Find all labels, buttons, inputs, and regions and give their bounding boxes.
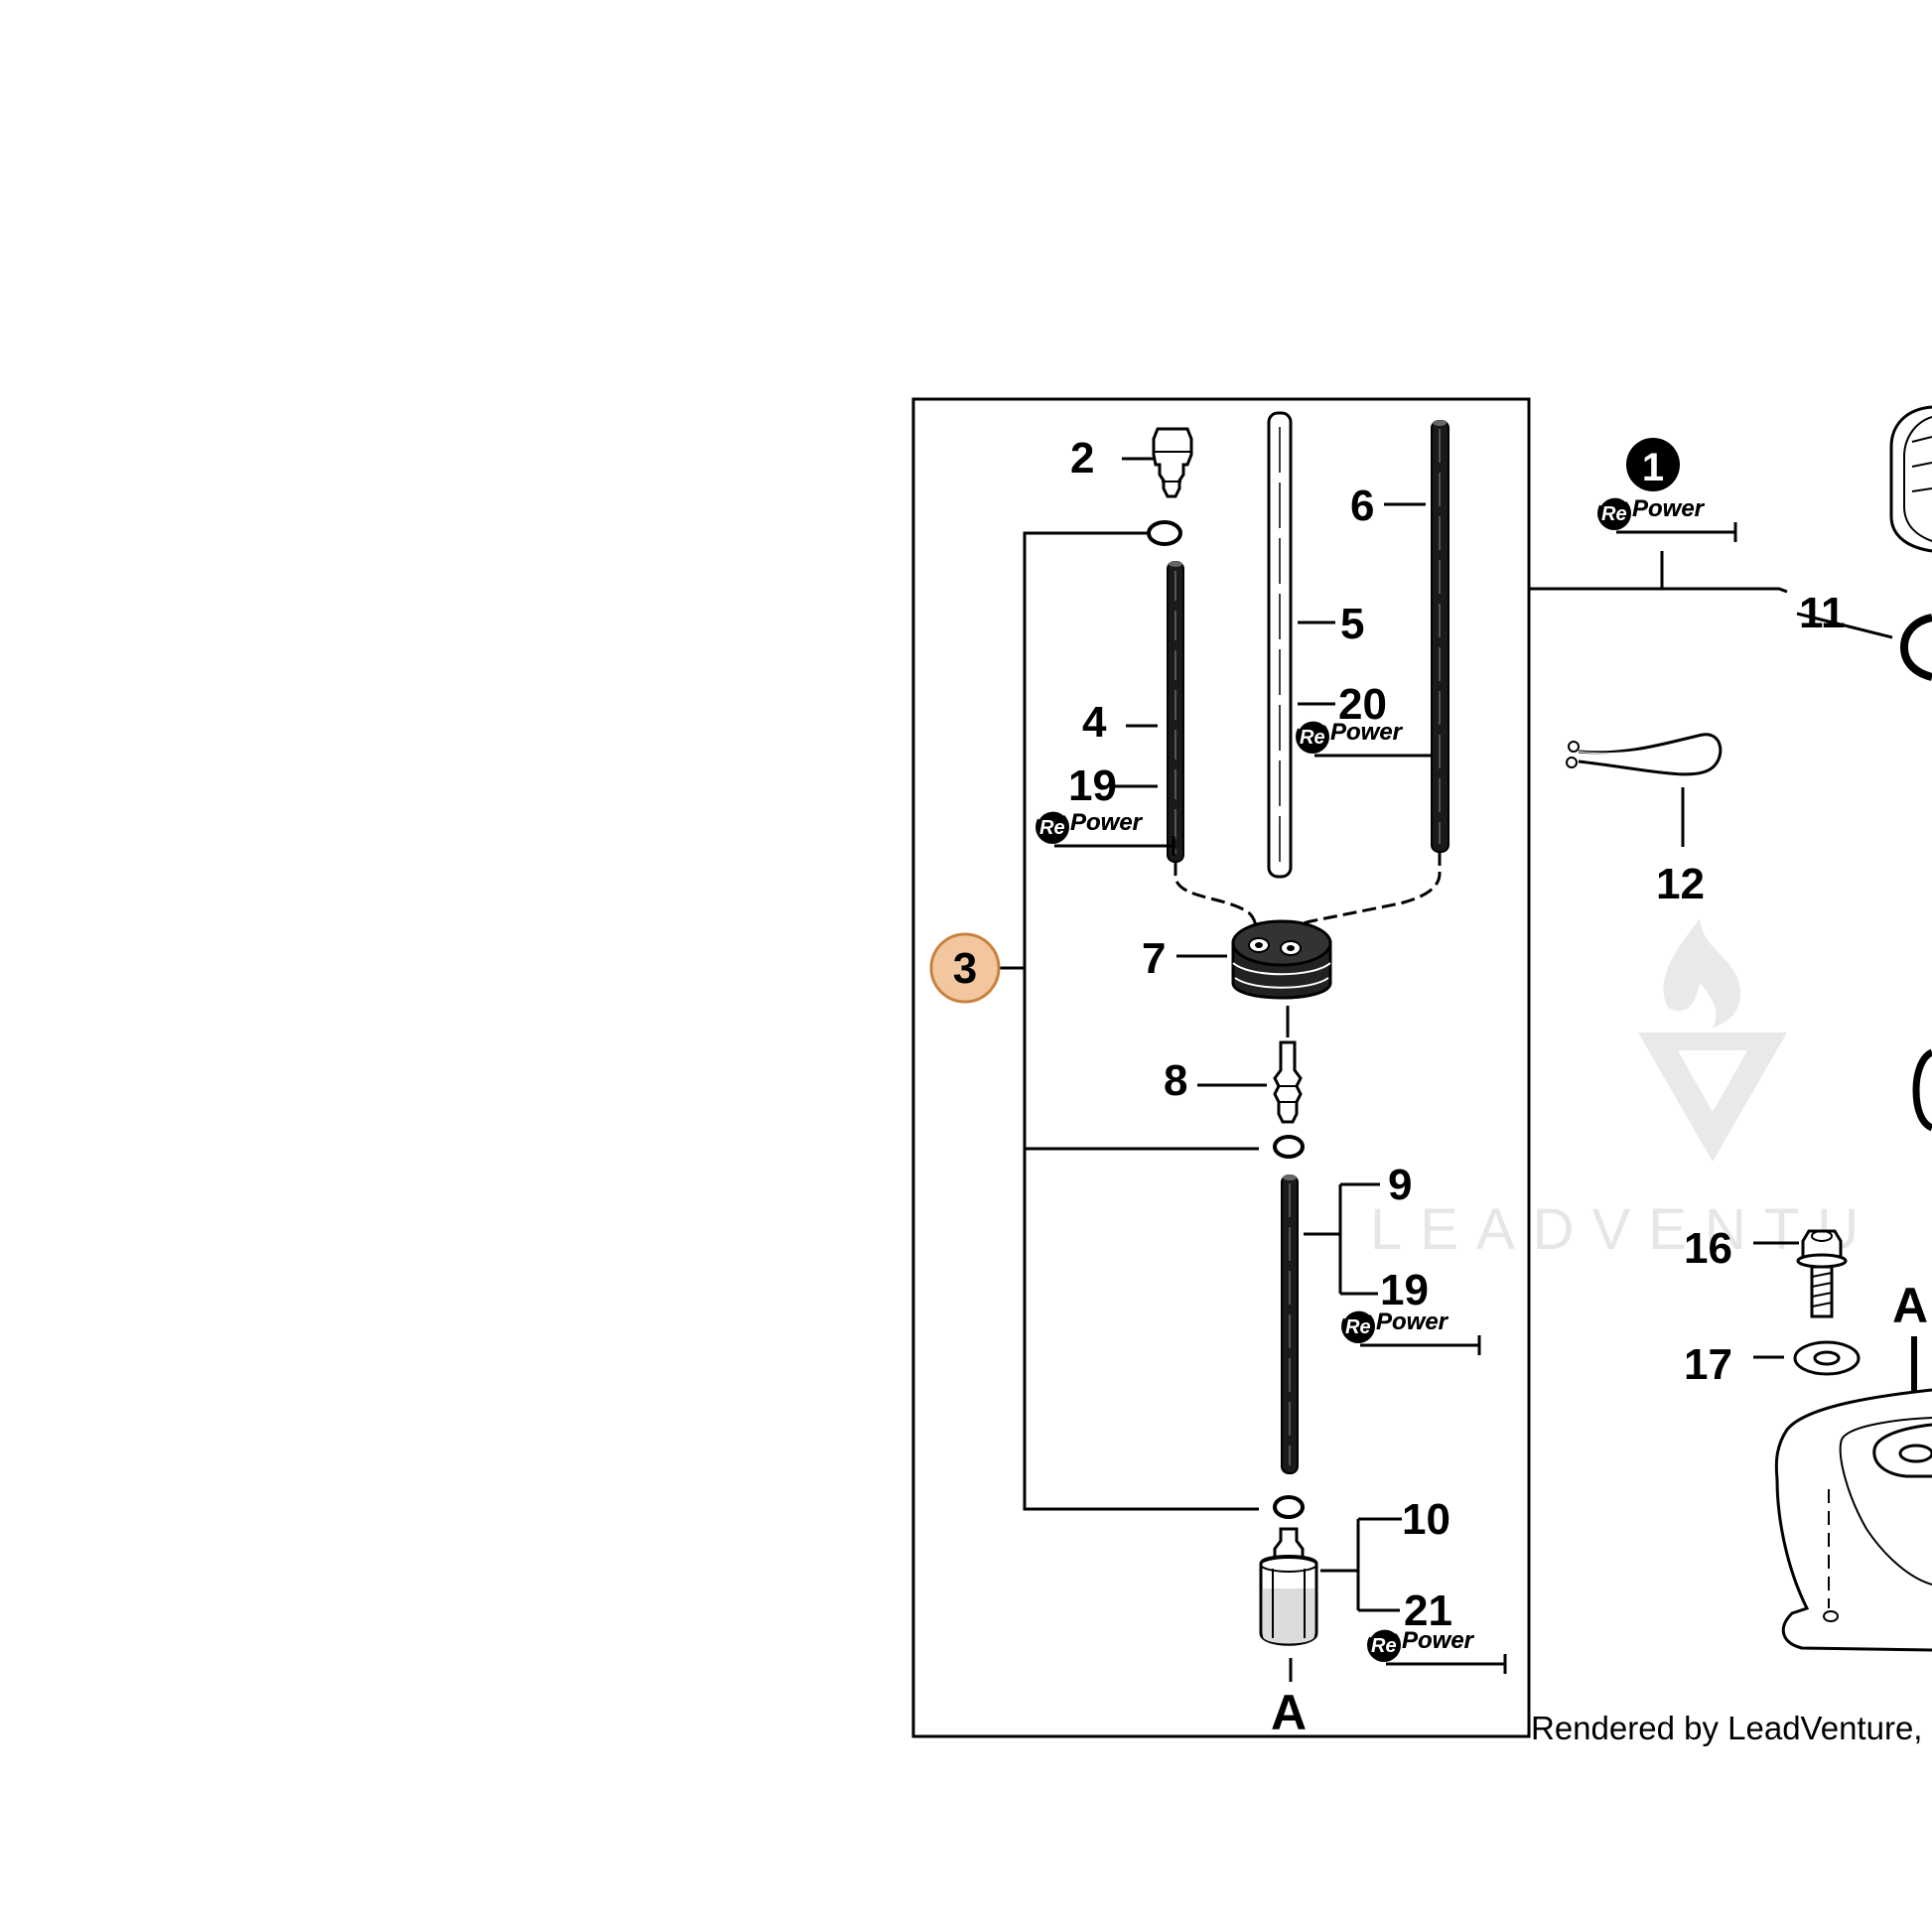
repower-badge-1: Power [1595, 493, 1737, 544]
part-16-screw [1796, 1229, 1848, 1318]
repower-badge-19: Power [1034, 807, 1175, 858]
render-credit: Rendered by LeadVenture, Inc. [1531, 1710, 1932, 1746]
label-3: 3 [953, 944, 977, 993]
callout-a-right: A [1892, 1278, 1928, 1333]
retainer-11-partial [1899, 614, 1932, 681]
part-6-hose [1431, 420, 1449, 853]
o-ring-middle [1273, 1135, 1305, 1159]
part-4-hose [1167, 561, 1184, 863]
o-ring-bottom [1273, 1495, 1305, 1519]
svg-text:Power: Power [1376, 1309, 1449, 1335]
part-2-fitting [1122, 427, 1193, 498]
svg-text:Power: Power [1070, 809, 1144, 836]
label-9: 9 [1388, 1161, 1412, 1209]
label-17: 17 [1684, 1340, 1732, 1389]
callout-3-highlighted[interactable]: 3 [929, 932, 1001, 1004]
label-1: 1 [1642, 446, 1664, 489]
label-7: 7 [1142, 934, 1166, 983]
ring-partial [1912, 1048, 1932, 1132]
svg-text:Power: Power [1330, 719, 1404, 746]
part-10-fuel-filter [1259, 1527, 1318, 1682]
part-12-retaining-cord [1566, 733, 1723, 847]
fuel-tank-partial: A [1774, 1278, 1932, 1652]
bracket-3 [1000, 531, 1259, 1511]
label-12: 12 [1656, 860, 1705, 908]
kit-1-badge: 1 [1626, 438, 1680, 491]
label-2: 2 [1070, 434, 1094, 483]
svg-text:Power: Power [1402, 1627, 1475, 1654]
repower-badge-20: Power [1294, 717, 1436, 767]
label-16: 16 [1684, 1224, 1732, 1273]
svg-text:Power: Power [1632, 495, 1706, 522]
part-5-hose [1267, 411, 1293, 879]
label-4: 4 [1082, 698, 1107, 747]
repower-badge-19b: Power [1339, 1307, 1481, 1357]
part-8-fitting [1273, 1040, 1303, 1124]
label-5: 5 [1340, 600, 1364, 648]
repower-badge-21: Power [1365, 1625, 1507, 1676]
o-ring-top [1147, 520, 1182, 546]
part-9-hose [1281, 1174, 1299, 1474]
label-11: 11 [1799, 589, 1846, 637]
label-19-lower: 19 [1380, 1266, 1429, 1314]
part-7-grommet [1231, 919, 1332, 1037]
callout-a: A [1271, 1685, 1307, 1740]
assembly-frame [911, 397, 1531, 1738]
label-10: 10 [1402, 1495, 1450, 1544]
part-17-washer [1793, 1340, 1861, 1376]
label-8: 8 [1164, 1056, 1187, 1105]
fuel-cap-partial [1889, 405, 1932, 553]
watermark-text: LEADVENTU [1370, 1197, 1876, 1262]
label-6: 6 [1350, 482, 1374, 530]
label-19-upper: 19 [1068, 761, 1117, 810]
watermark: LEADVENTU [1370, 918, 1876, 1262]
